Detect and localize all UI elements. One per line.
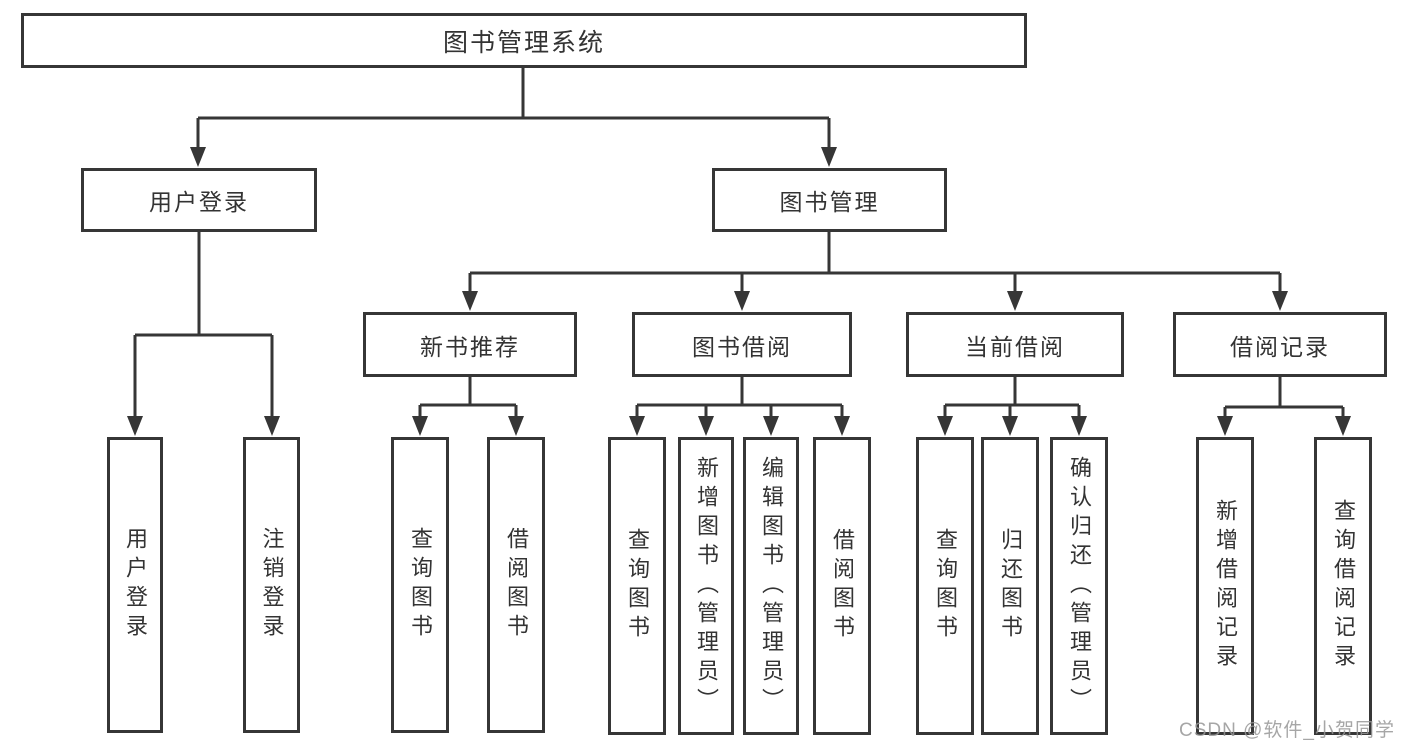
arrowhead xyxy=(1007,291,1023,311)
node-leaf-borrow-books-bb: 借阅图书 xyxy=(813,437,871,735)
connector-borrow-records-children xyxy=(1217,377,1351,436)
arrowhead xyxy=(508,416,524,436)
connector-current-borrow-children xyxy=(937,377,1087,436)
node-current-borrowing: 当前借阅 xyxy=(906,312,1124,377)
leaf-label: 归还图书 xyxy=(998,528,1023,644)
arrowhead xyxy=(1002,416,1018,436)
arrowhead xyxy=(821,147,837,167)
arrowhead xyxy=(834,416,850,436)
connector-book-borrow-children xyxy=(629,377,850,436)
leaf-label: 确认归还（管理员） xyxy=(1067,455,1092,717)
leaf-label: 用户登录 xyxy=(123,527,148,643)
node-book-management: 图书管理 xyxy=(712,168,947,232)
arrowhead xyxy=(629,416,645,436)
node-leaf-add-books-admin: 新增图书（管理员） xyxy=(678,437,734,735)
leaf-label: 编辑图书（管理员） xyxy=(759,455,784,717)
node-new-book-recommend: 新书推荐 xyxy=(363,312,577,377)
leaf-label: 借阅图书 xyxy=(504,527,529,643)
leaf-label: 查询图书 xyxy=(625,528,650,644)
csdn-watermark: CSDN @软件_小贺同学 xyxy=(1179,720,1395,741)
node-leaf-query-books-nb: 查询图书 xyxy=(391,437,449,733)
arrowhead xyxy=(763,416,779,436)
leaf-label: 查询图书 xyxy=(408,527,433,643)
arrowhead xyxy=(1071,416,1087,436)
connector-user-login-children xyxy=(127,232,280,436)
arrowhead xyxy=(264,416,280,436)
arrowhead xyxy=(412,416,428,436)
node-leaf-query-books-cb: 查询图书 xyxy=(916,437,974,735)
arrowhead xyxy=(734,291,750,311)
leaf-label: 查询借阅记录 xyxy=(1331,499,1356,673)
node-root-library-system: 图书管理系统 xyxy=(21,13,1027,68)
leaf-label: 注销登录 xyxy=(259,527,285,643)
connector-new-books-children xyxy=(412,377,524,436)
arrowhead xyxy=(937,416,953,436)
leaf-label: 查询图书 xyxy=(933,528,958,644)
connector-book-mgmt-to-level3 xyxy=(462,232,1288,311)
leaf-label: 新增图书（管理员） xyxy=(694,455,719,717)
arrowhead xyxy=(127,416,143,436)
node-leaf-confirm-return-admin: 确认归还（管理员） xyxy=(1050,437,1108,735)
node-leaf-logout: 注销登录 xyxy=(243,437,300,733)
arrowhead xyxy=(462,291,478,311)
node-leaf-borrow-books-nb: 借阅图书 xyxy=(487,437,545,733)
arrowhead xyxy=(698,416,714,436)
leaf-label: 借阅图书 xyxy=(830,528,855,644)
node-user-login: 用户登录 xyxy=(81,168,317,232)
node-leaf-query-books-bb: 查询图书 xyxy=(608,437,666,735)
node-leaf-add-borrow-record: 新增借阅记录 xyxy=(1196,437,1254,735)
node-leaf-return-books: 归还图书 xyxy=(981,437,1039,735)
node-leaf-edit-books-admin: 编辑图书（管理员） xyxy=(743,437,799,735)
arrowhead xyxy=(1217,416,1233,436)
arrowhead xyxy=(1272,291,1288,311)
node-book-borrowing: 图书借阅 xyxy=(632,312,852,377)
node-leaf-user-login: 用户登录 xyxy=(107,437,163,733)
node-borrowing-records: 借阅记录 xyxy=(1173,312,1387,377)
leaf-label: 新增借阅记录 xyxy=(1213,499,1238,673)
arrowhead xyxy=(190,147,206,167)
node-leaf-query-borrow-record: 查询借阅记录 xyxy=(1314,437,1372,735)
arrowhead xyxy=(1335,416,1351,436)
connector-root-to-level2 xyxy=(190,68,837,167)
